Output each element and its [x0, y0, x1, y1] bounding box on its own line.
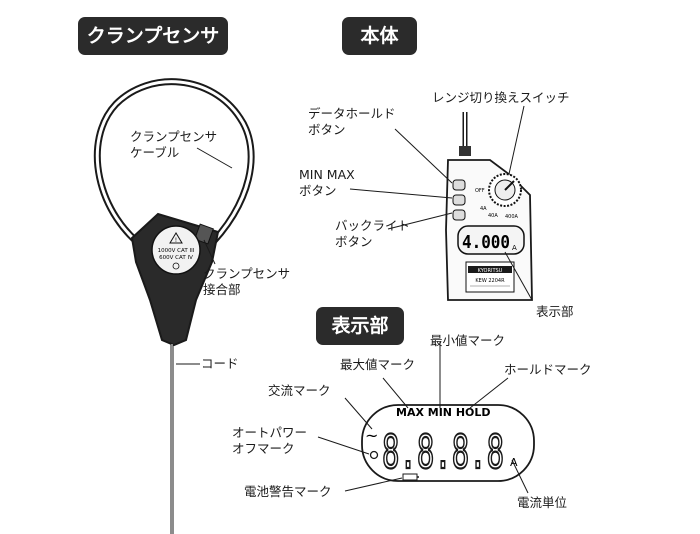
ac-mark-label: 交流マーク	[268, 383, 331, 398]
dial-400a-label: 400A	[505, 214, 519, 220]
minmax-button-label: MIN MAX ボタン	[299, 167, 355, 199]
dial-4a-label: 4A	[480, 206, 487, 212]
instrument-body-illustration: OFF 4A 40A 400A 4.000 A KYORITSU KEW 220…	[349, 105, 533, 301]
max-mark-label: 最大値マーク	[340, 357, 416, 372]
lcd-unit-symbol: A	[510, 456, 518, 469]
lcd-ac-symbol: ~	[365, 426, 378, 445]
clamp-sensor-illustration: ! 1000V CAT III 600V CAT IV	[93, 78, 255, 534]
body-lcd-unit: A	[512, 244, 517, 252]
auto-power-off-label-line1: オートパワー	[232, 425, 308, 440]
minmax-label-line1: MIN MAX	[299, 167, 355, 182]
svg-text:!: !	[175, 237, 177, 244]
body-brand: KYORITSU	[478, 268, 503, 274]
min-mark-label: 最小値マーク	[430, 333, 506, 348]
current-unit-label: 電流単位	[517, 495, 568, 510]
data-hold-button-label: データホールド ボタン	[308, 106, 396, 138]
minmax-label-line2: ボタン	[299, 183, 337, 198]
auto-power-off-label-line2: オフマーク	[232, 441, 295, 456]
lcd-panel	[361, 404, 535, 482]
range-switch-label: レンジ切り換えスイッチ	[432, 90, 570, 105]
lcd-display-illustration: MAX MIN HOLD ~ 8.8.8.8 A	[317, 342, 535, 494]
sensor-cable-label-line2: ケーブル	[130, 145, 180, 160]
body-model: KEW 2204R	[475, 278, 505, 284]
lcd-apo-symbol	[369, 450, 379, 460]
clamp-sensor-section-title: クランプセンサ	[78, 17, 228, 55]
sensor-joint-label-line1: クランプセンサ	[203, 266, 291, 281]
body-lcd-reading: 4.000	[462, 232, 510, 253]
backlight-label-line1: バックライト	[335, 218, 411, 233]
lcd-digits: 8.8.8.8	[382, 425, 504, 479]
body-display-part-label: 表示部	[536, 304, 574, 319]
body-lcd	[457, 225, 525, 255]
body-section-title: 本体	[342, 17, 417, 55]
display-section-title: 表示部	[316, 307, 404, 345]
data-hold-label-line2: ボタン	[308, 122, 346, 137]
dial-40a-label: 40A	[488, 213, 498, 219]
battery-mark-label: 電池警告マーク	[244, 484, 332, 499]
sensor-joint-label-line2: 接合部	[203, 282, 241, 297]
backlight-button-label: バックライト ボタン	[335, 218, 410, 250]
backlight-label-line2: ボタン	[335, 234, 373, 249]
dial-off-label: OFF	[475, 188, 485, 194]
data-hold-label-line1: データホールド	[308, 106, 396, 121]
sensor-cable-label: クランプセンサ ケーブル	[130, 129, 217, 161]
lcd-indicator-row: MAX MIN HOLD	[396, 406, 491, 419]
auto-power-off-label: オートパワー オフマーク	[232, 425, 307, 457]
rating-line-1: 1000V CAT III	[158, 248, 195, 254]
rating-label-circle	[151, 225, 201, 275]
sensor-joint-label: クランプセンサ 接合部	[203, 266, 290, 298]
sensor-cable-label-line1: クランプセンサ	[130, 129, 218, 144]
hold-mark-label: ホールドマーク	[504, 362, 592, 377]
cord-label: コード	[201, 356, 239, 371]
rating-line-2: 600V CAT IV	[159, 255, 193, 261]
